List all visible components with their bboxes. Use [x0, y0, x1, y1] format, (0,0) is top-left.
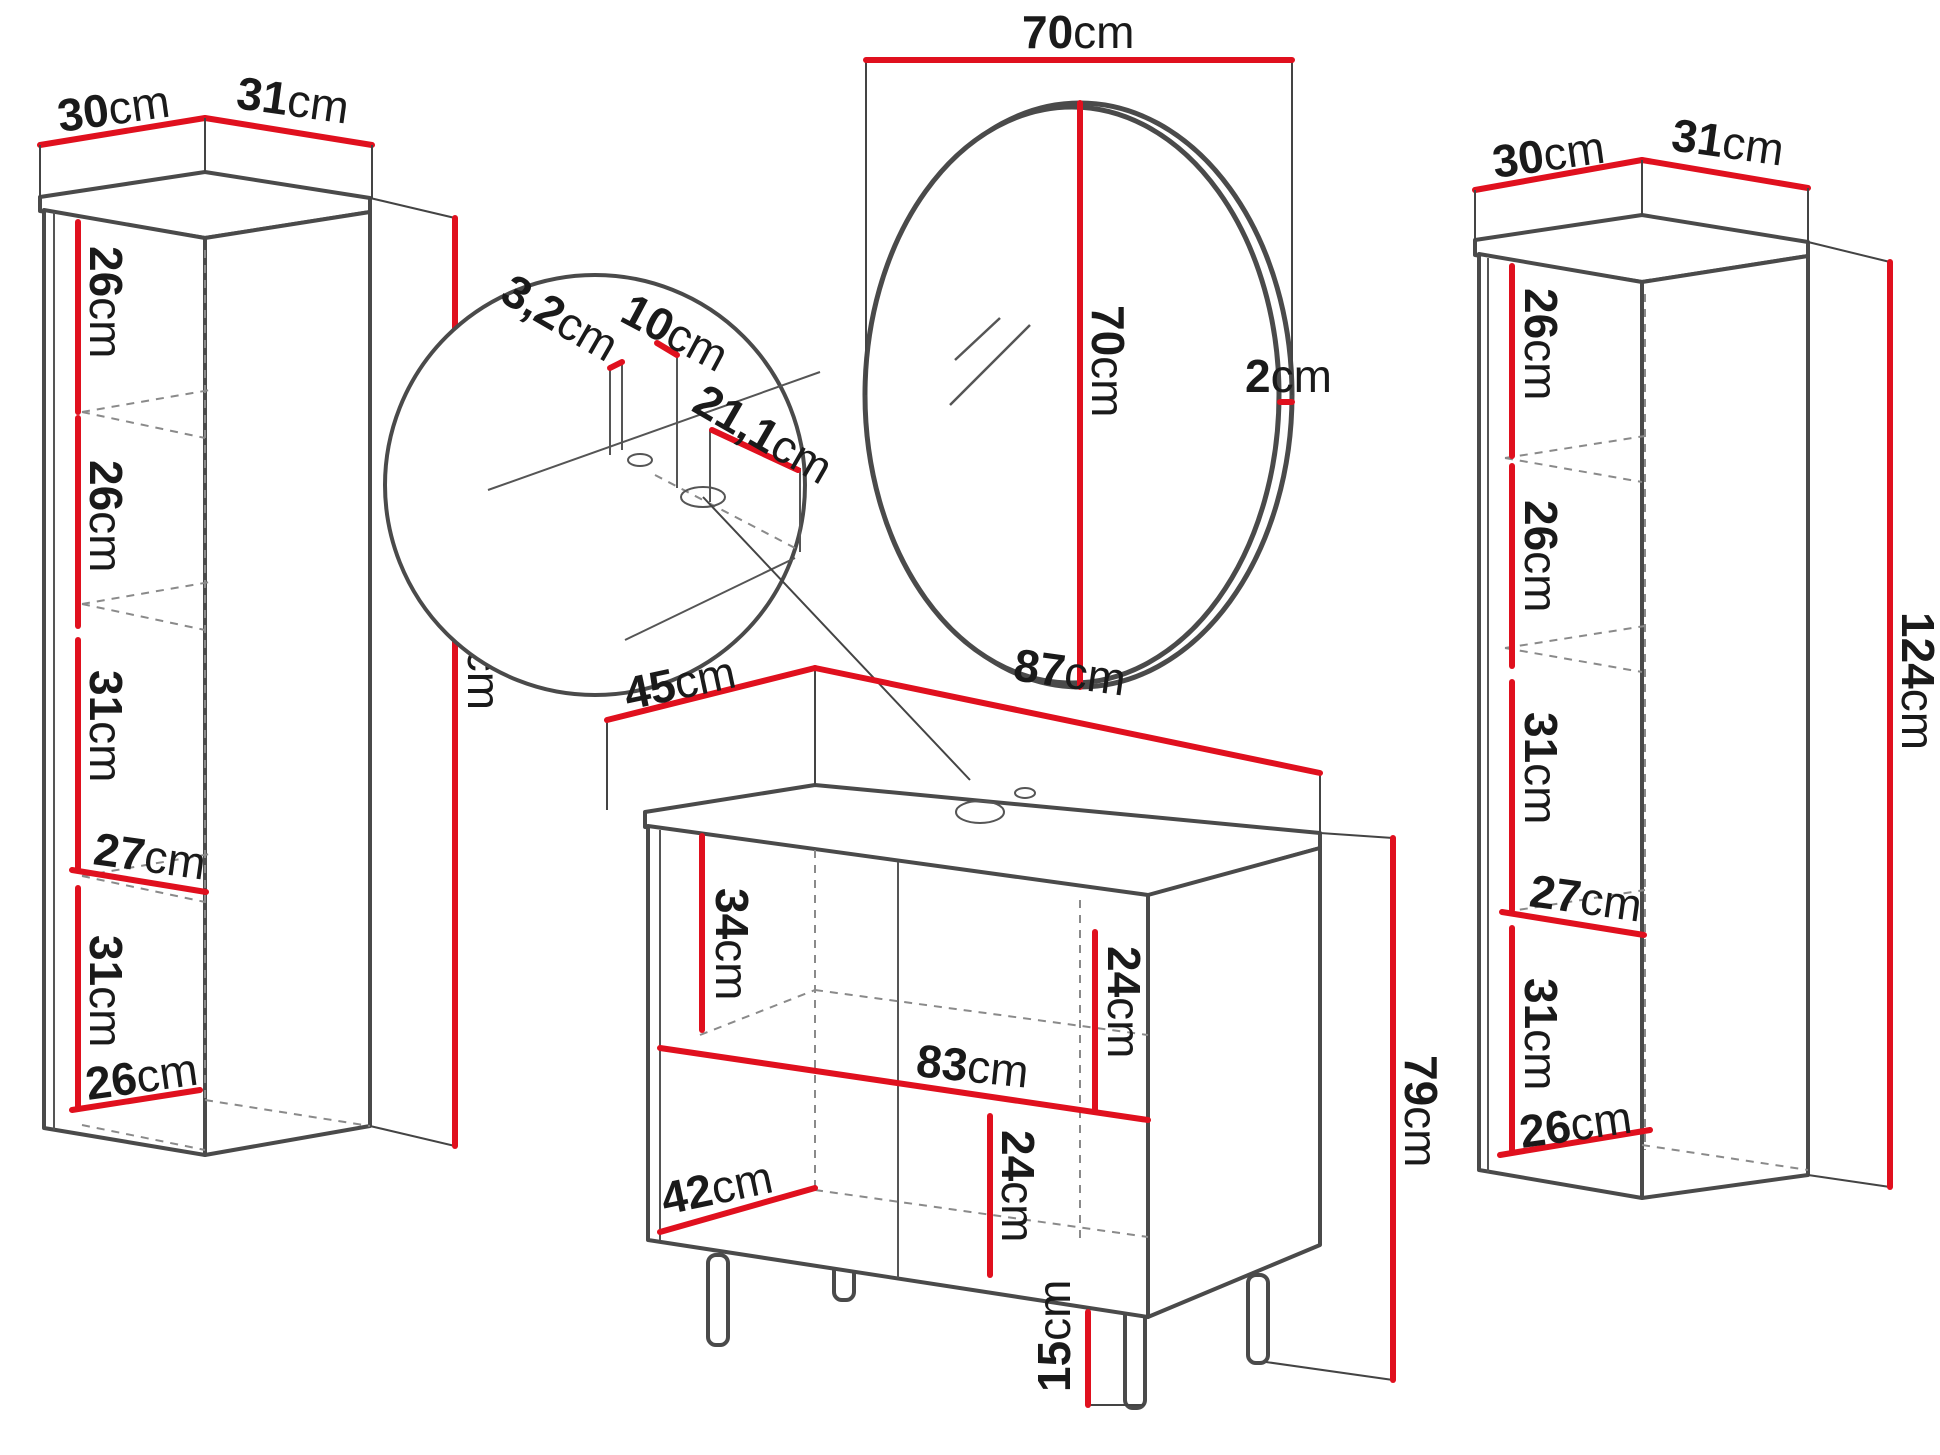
right-cabinet-width-label: 30cm: [1489, 121, 1608, 188]
vanity-tap-hole-icon: [1014, 787, 1036, 799]
left-cabinet-shelf-4-label: 31cm: [80, 935, 132, 1048]
left-cabinet-depth-dim: [202, 115, 375, 148]
left-cabinet-shelf-1-label: 26cm: [80, 246, 132, 359]
right-cabinet-shelf-4-label: 31cm: [1515, 978, 1567, 1091]
vanity-side: [1146, 846, 1322, 1319]
left-cabinet-shelf-depth-dim: [69, 867, 209, 895]
left-cabinet-side: [203, 210, 372, 1157]
right-cabinet-shelf-1-label: 26cm: [1515, 288, 1567, 401]
vanity-depth-dim: [604, 665, 818, 723]
right-cabinet-shelf-depth-dim: [1499, 909, 1647, 938]
vanity-door-lower-label: 24cm: [992, 1130, 1044, 1243]
right-cabinet-shelf-2-label: 26cm: [1515, 500, 1567, 613]
right-cabinet-front: [1640, 254, 1810, 1200]
mirror: 70cm 70cm 2cm: [862, 6, 1332, 690]
vanity-height-label: 79cm: [1395, 1055, 1447, 1168]
tap-offset-dim: [654, 340, 680, 358]
vanity-leg-front-left: [706, 1253, 730, 1347]
right-cabinet-width-dim: [1472, 157, 1645, 193]
left-cabinet-shelf-depth-label: 27cm: [91, 822, 210, 889]
left-cabinet-bottom-depth-label: 26cm: [82, 1043, 201, 1110]
vanity-cabinet: 45cm 87cm 79cm 34cm 24cm 83cm 24cm 42cm …: [604, 638, 1447, 1410]
vanity-legs-label: 15cm: [1028, 1280, 1080, 1393]
tap-hole-icon: [627, 453, 653, 467]
mirror-thickness-label: 2cm: [1245, 350, 1332, 402]
sink-detail-leader: [702, 496, 971, 781]
right-cabinet-shelves: [1504, 294, 1809, 1171]
right-cabinet-shelf-3-label: 31cm: [1515, 712, 1567, 825]
mirror-reflection-icon: [954, 317, 1001, 361]
vanity-depth-label: 45cm: [619, 646, 740, 720]
mirror-width-label: 70cm: [1022, 6, 1135, 58]
sink-detail-circle: [383, 273, 807, 697]
vanity-inner-width-dim: [657, 1045, 1151, 1123]
left-cabinet-shelf-3-label: 31cm: [80, 670, 132, 783]
right-cabinet-height-label: 124cm: [1892, 612, 1940, 750]
vanity-inner-width-label: 83cm: [914, 1034, 1031, 1097]
vanity-inner-depth-label: 42cm: [656, 1151, 777, 1225]
left-cabinet-bottom-depth-dim: [69, 1087, 203, 1113]
vanity-width-dim: [812, 665, 1323, 776]
vanity-upper-compartment-label: 34cm: [706, 888, 758, 1001]
left-cabinet-depth-label: 31cm: [234, 66, 353, 133]
mirror-height-label: 70cm: [1082, 305, 1134, 418]
left-cabinet-shelf-2-label: 26cm: [80, 460, 132, 573]
mirror-glass: [862, 104, 1282, 686]
right-cabinet: 30cm 31cm 124cm 26cm 26cm 31cm 27cm 31cm…: [1472, 108, 1940, 1200]
vanity-width-label: 87cm: [1011, 638, 1130, 705]
left-cabinet-width-dim: [37, 115, 208, 148]
vanity-door-upper-label: 24cm: [1098, 946, 1150, 1059]
right-cabinet-depth-dim: [1639, 157, 1811, 191]
right-cabinet-shelf-depth-label: 27cm: [1527, 864, 1646, 931]
tap-hole-dim: [607, 359, 625, 371]
vanity-leg-back-right: [1246, 1273, 1270, 1365]
sink-detail: 3,2cm 10cm 21,1cm: [383, 264, 971, 781]
right-cabinet-bottom-depth-label: 26cm: [1516, 1091, 1635, 1158]
vanity-inner-depth-dim: [657, 1185, 818, 1235]
right-cabinet-depth-label: 31cm: [1669, 108, 1788, 175]
left-cabinet-width-label: 30cm: [54, 75, 173, 142]
drain-offset-dim: [709, 427, 801, 473]
left-cabinet-shelves: [81, 250, 371, 1151]
left-cabinet: 30cm 31cm 124cm 26cm 26cm 31cm 27cm 31cm…: [37, 66, 510, 1157]
vanity-drain-hole-icon: [955, 800, 1005, 824]
right-cabinet-bottom-depth-dim: [1497, 1127, 1653, 1158]
drain-hole-icon: [680, 486, 726, 508]
